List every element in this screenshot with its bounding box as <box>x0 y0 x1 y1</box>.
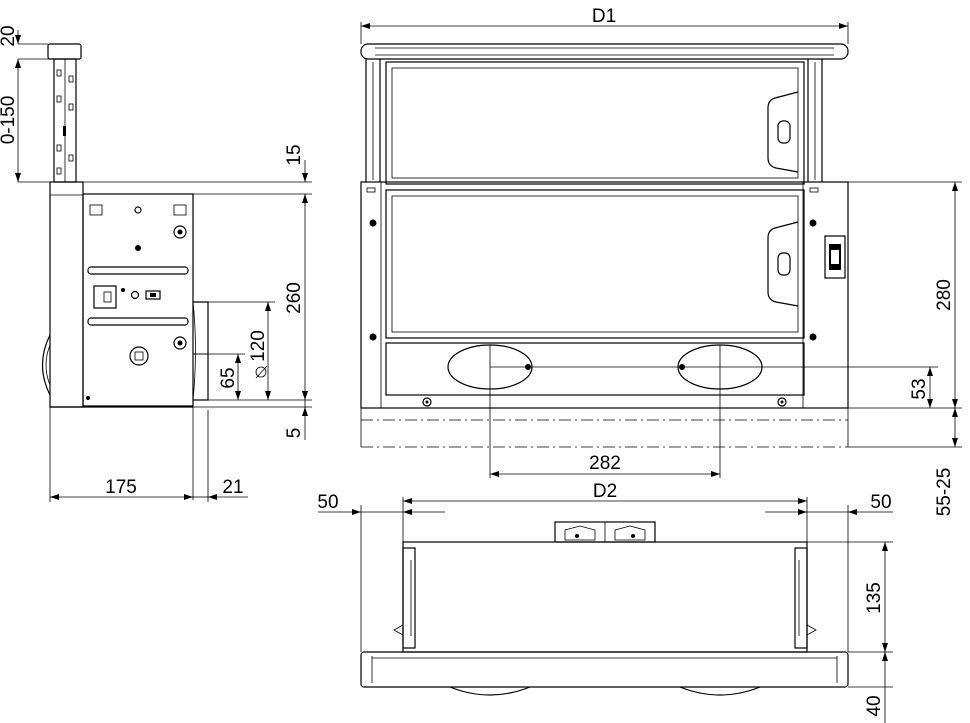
dim-280-label: 280 <box>934 279 955 311</box>
dim-135-label: 135 <box>864 582 885 614</box>
column-holes-icon <box>56 69 74 175</box>
diameter-icon <box>255 365 268 379</box>
dim-front-label: 21 <box>222 477 243 498</box>
dim-top-label: 20 <box>0 25 19 46</box>
dim-height-label: 260 <box>284 282 305 314</box>
dim-small-top-label: 15 <box>284 144 305 165</box>
dim-d2-label: D2 <box>593 481 617 502</box>
dim-depth-label: 175 <box>105 477 137 498</box>
side-view: 20 0-150 15 260 120 65 5 175 21 <box>0 25 312 502</box>
dim-bottom-label: 5 <box>284 428 305 439</box>
dim-d1-label: D1 <box>592 6 616 27</box>
dim-40-label: 40 <box>864 695 885 716</box>
dim-duct-label: 120 <box>248 330 269 362</box>
dim-extension-label: 0-150 <box>0 96 19 145</box>
dim-duct-center-label: 65 <box>218 367 239 388</box>
dim-282-label: 282 <box>589 453 621 474</box>
dim-53-label: 53 <box>909 378 930 399</box>
dim-50-right-label: 50 <box>870 492 891 513</box>
front-view: D1 280 53 55-25 282 <box>360 6 962 517</box>
bottom-view: 50 D2 50 135 40 <box>317 481 893 723</box>
dim-55-25-label: 55-25 <box>934 468 955 517</box>
dim-50-left-label: 50 <box>317 492 338 513</box>
